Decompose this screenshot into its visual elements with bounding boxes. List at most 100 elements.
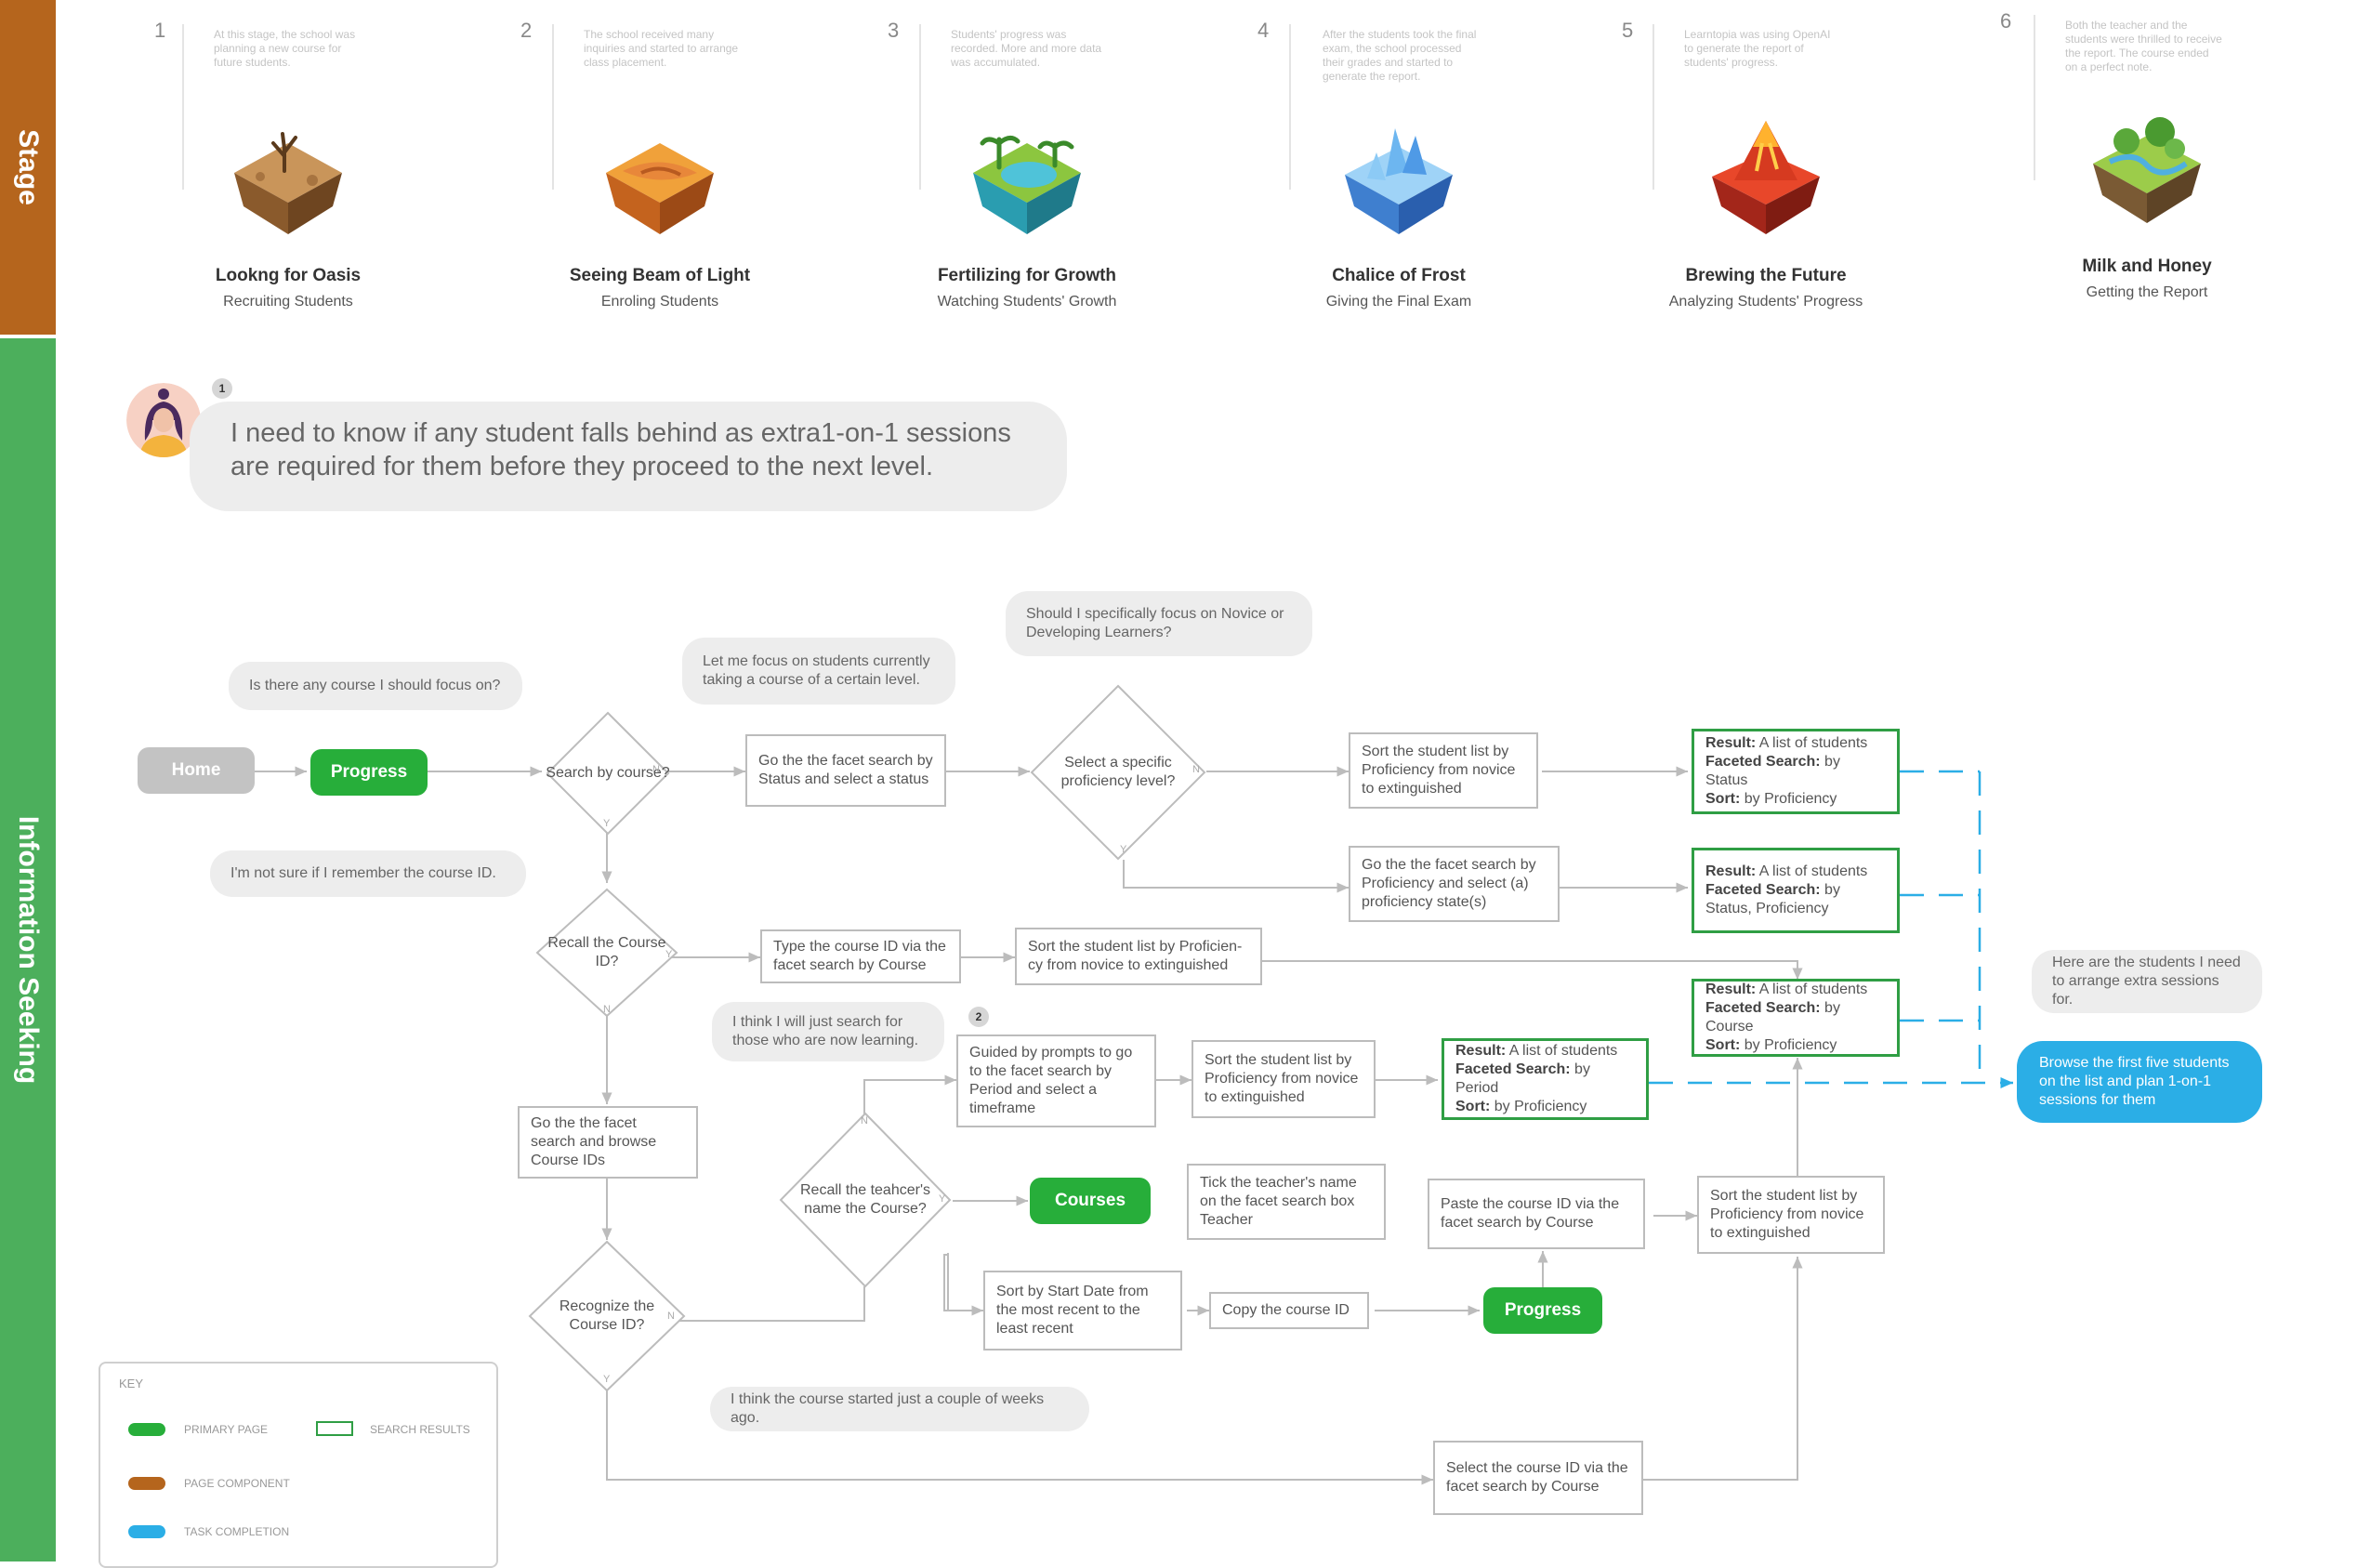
- stage-divider: [2034, 15, 2035, 180]
- flag-n: N: [1192, 764, 1200, 775]
- result-text: A list of students: [1756, 735, 1868, 751]
- decision-search-course-label: Search by course?: [546, 765, 670, 781]
- sort-label: Sort:: [1455, 1099, 1491, 1114]
- step-sort-proficiency-1: Sort the student list by Proficiency fro…: [1349, 732, 1538, 809]
- stage-column-6: 6 Both the teacher and the students were…: [1961, 0, 2333, 335]
- search-label: Faceted Search:: [1705, 754, 1821, 770]
- legend-swatch-search-results: [316, 1421, 353, 1436]
- decision-proficiency-level-label: Select a specific proficiency level?: [1060, 755, 1176, 789]
- flag-n: N: [667, 1311, 675, 1322]
- search-text: by Status: [1705, 754, 1840, 788]
- step-guided-prompts: Guided by prompts to go to the facet sea…: [956, 1034, 1156, 1127]
- search-label: Faceted Search:: [1705, 1000, 1821, 1016]
- legend-key: KEY PRIMARY PAGE SEARCH RESULTS PAGE COM…: [99, 1362, 498, 1568]
- legend-swatch-task-completion: [128, 1525, 165, 1538]
- stage-number: 5: [1622, 19, 1634, 42]
- result-label: Result:: [1705, 863, 1757, 879]
- sort-text: by Proficiency: [1740, 791, 1837, 807]
- step-sort-proficiency-2: Sort the student list by Proficien- cy f…: [1015, 928, 1262, 985]
- decision-recognize-id-label: Recognize the Course ID?: [559, 1298, 655, 1333]
- search-label: Faceted Search:: [1455, 1061, 1571, 1077]
- step-facet-status: Go the the facet search by Status and se…: [745, 734, 946, 807]
- stage-note: The school received many inquiries and s…: [584, 28, 739, 69]
- stage-column-3: 3 Students' progress was recorded. More …: [841, 0, 1213, 335]
- stage-number: 1: [154, 19, 166, 42]
- stage-band: Stage: [0, 0, 56, 335]
- step-copy-course-id: Copy the course ID: [1209, 1292, 1369, 1329]
- stage-note: Learntopia was using OpenAI to generate …: [1684, 28, 1831, 69]
- stage-subtitle: Analyzing Students' Progress: [1668, 294, 1863, 310]
- result-label: Result:: [1705, 982, 1757, 997]
- decision-recall-teacher: [779, 1112, 952, 1288]
- stage-subtitle: Watching Students' Growth: [937, 294, 1117, 310]
- information-seeking-band: Information Seeking: [0, 338, 56, 1561]
- decision-recall-teacher-label: Recall the teahcer's name the Course?: [799, 1182, 930, 1217]
- step-badge-2: 2: [968, 1007, 989, 1027]
- stage-column-2: 2 The school received many inquiries and…: [474, 0, 846, 335]
- result-text: A list of students: [1756, 863, 1868, 879]
- step-sort-start-date: Sort by Start Date from the most recent …: [983, 1271, 1182, 1351]
- stage-divider: [552, 24, 554, 190]
- stage-subtitle: Getting the Report: [2086, 284, 2208, 300]
- sort-text: by Proficiency: [1490, 1099, 1587, 1114]
- stage-title: Brewing the Future: [1685, 266, 1847, 285]
- stage-number: 4: [1257, 19, 1270, 42]
- bubble-still-learning: I think I will just search for those who…: [712, 1002, 944, 1061]
- stage-number: 3: [888, 19, 900, 42]
- stage-number: 6: [2000, 9, 2012, 33]
- frost-island-icon: [1345, 128, 1453, 234]
- persona-quote: I need to know if any student falls behi…: [190, 402, 1067, 511]
- search-text: by Period: [1455, 1061, 1590, 1096]
- bubble-couple-weeks: I think the course started just a couple…: [710, 1387, 1089, 1431]
- step-browse-course-ids: Go the the facet search and browse Cours…: [518, 1106, 698, 1179]
- search-text: by Status, Proficiency: [1705, 882, 1840, 916]
- river-island-icon: [2093, 117, 2201, 223]
- legend-page-component: PAGE COMPONENT: [184, 1477, 290, 1490]
- stage-title: Milk and Honey: [2082, 257, 2212, 276]
- progress-page-node: Progress: [310, 749, 428, 796]
- step-paste-course-id: Paste the course ID via the facet search…: [1428, 1179, 1645, 1249]
- step-type-course-id: Type the course ID via the facet search …: [760, 929, 961, 983]
- bubble-focus-course: Is there any course I should focus on?: [229, 662, 522, 710]
- volcano-island-icon: [1712, 121, 1820, 234]
- decision-recognize-id: [528, 1240, 686, 1392]
- bubble-novice: Should I specifically focus on Novice or…: [1006, 591, 1312, 656]
- stage-column-5: 5 Learntopia was using OpenAI to generat…: [1580, 0, 1952, 335]
- step-tick-teacher: Tick the teacher's name on the facet sea…: [1187, 1164, 1386, 1240]
- legend-search-results: SEARCH RESULTS: [370, 1423, 470, 1436]
- stage-note: Students' progress was recorded. More an…: [951, 28, 1102, 69]
- legend-swatch-primary-page: [128, 1423, 165, 1436]
- search-label: Faceted Search:: [1705, 882, 1821, 898]
- decision-search-course: [546, 711, 670, 836]
- legend-title: KEY: [119, 1377, 144, 1390]
- step-sort-proficiency-3: Sort the student list by Proficiency fro…: [1192, 1040, 1376, 1118]
- stage-title: Lookng for Oasis: [215, 266, 362, 285]
- decision-recall-id: [535, 888, 678, 1018]
- home-page-node: Home: [138, 747, 255, 794]
- flag-y: Y: [1120, 844, 1127, 855]
- result-label: Result:: [1455, 1043, 1507, 1059]
- oasis-island-icon: [973, 136, 1081, 234]
- stage-column-1: 1 At this stage, the school was planning…: [102, 0, 474, 335]
- stage-subtitle: Giving the Final Exam: [1325, 294, 1472, 310]
- stage-divider: [182, 24, 184, 190]
- step-badge-1: 1: [212, 378, 232, 399]
- stage-column-4: 4 After the students took the final exam…: [1213, 0, 1585, 335]
- step-select-course-id: Select the course ID via the facet searc…: [1433, 1441, 1643, 1515]
- stage-title: Chalice of Frost: [1332, 266, 1466, 285]
- result-text: A list of students: [1756, 982, 1868, 997]
- step-sort-proficiency-4: Sort the student list by Proficiency fro…: [1697, 1176, 1885, 1254]
- flag-y: Y: [939, 1193, 946, 1205]
- courses-page-node: Courses: [1030, 1178, 1151, 1224]
- legend-task-completion: TASK COMPLETION: [184, 1525, 290, 1538]
- progress-page-node-2: Progress: [1483, 1287, 1602, 1334]
- stage-subtitle: Enroling Students: [600, 294, 719, 310]
- bubble-here-students: Here are the students I need to arrange …: [2032, 950, 2262, 1013]
- legend-swatch-page-component: [128, 1477, 165, 1490]
- persona-avatar: [126, 383, 201, 457]
- decision-proficiency-level: [1030, 684, 1206, 861]
